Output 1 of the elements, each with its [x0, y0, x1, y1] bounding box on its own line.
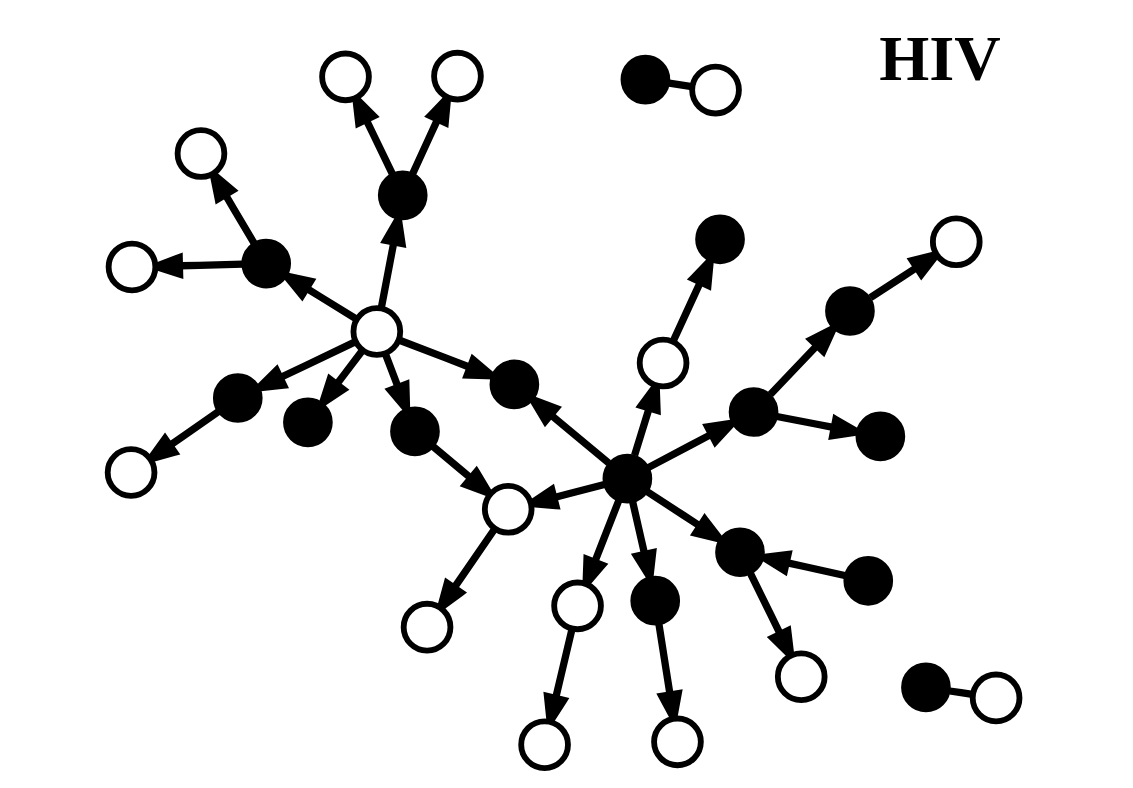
label: HIV: [879, 23, 1001, 95]
